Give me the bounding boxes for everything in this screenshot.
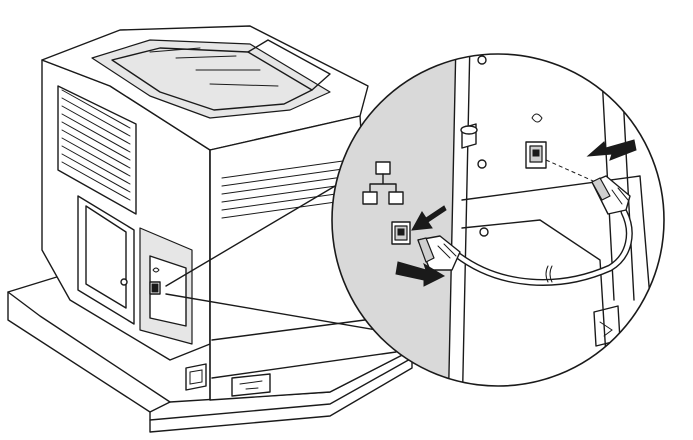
network-icon bbox=[362, 161, 404, 205]
printer bbox=[7, 25, 413, 433]
side-vents bbox=[57, 85, 137, 215]
magnified-view bbox=[331, 53, 665, 387]
panel-screw bbox=[120, 278, 128, 286]
ethernet-port-icon bbox=[391, 221, 411, 245]
cable-break-mark bbox=[545, 265, 553, 283]
guide-line bbox=[545, 159, 601, 185]
callout-leaders bbox=[165, 175, 401, 335]
ethernet-cable-plug bbox=[417, 235, 461, 271]
port-label-icon bbox=[531, 113, 543, 123]
insert-arrow-icon bbox=[395, 139, 637, 287]
power-inlet bbox=[185, 363, 207, 391]
ethernet-port-small bbox=[151, 283, 159, 293]
front-vents bbox=[221, 159, 351, 219]
drawer-handle bbox=[231, 373, 271, 397]
ethernet-cable-plug-right bbox=[591, 175, 631, 215]
output-tray bbox=[91, 39, 331, 119]
magnifier-border bbox=[331, 53, 665, 387]
printer-base-tray bbox=[7, 291, 413, 433]
